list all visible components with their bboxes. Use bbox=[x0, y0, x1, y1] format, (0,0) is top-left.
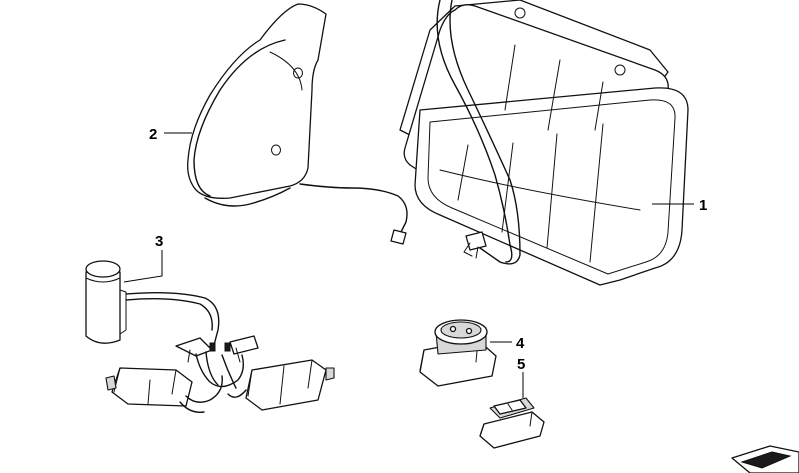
callout-2: 2 bbox=[149, 126, 157, 143]
callout-3: 3 bbox=[155, 233, 163, 250]
callout-5: 5 bbox=[517, 356, 525, 373]
catalog-corner-icon bbox=[731, 445, 799, 473]
leader-3 bbox=[123, 250, 163, 283]
part-5-rocker-switch bbox=[479, 397, 545, 449]
part-2-backrest-heater bbox=[187, 3, 408, 245]
part-3-heating-module bbox=[85, 260, 335, 413]
part-4-heater-switch bbox=[419, 319, 497, 387]
callout-1: 1 bbox=[699, 197, 707, 214]
part-1-heating-mat bbox=[399, 0, 689, 286]
callout-4: 4 bbox=[516, 335, 525, 352]
